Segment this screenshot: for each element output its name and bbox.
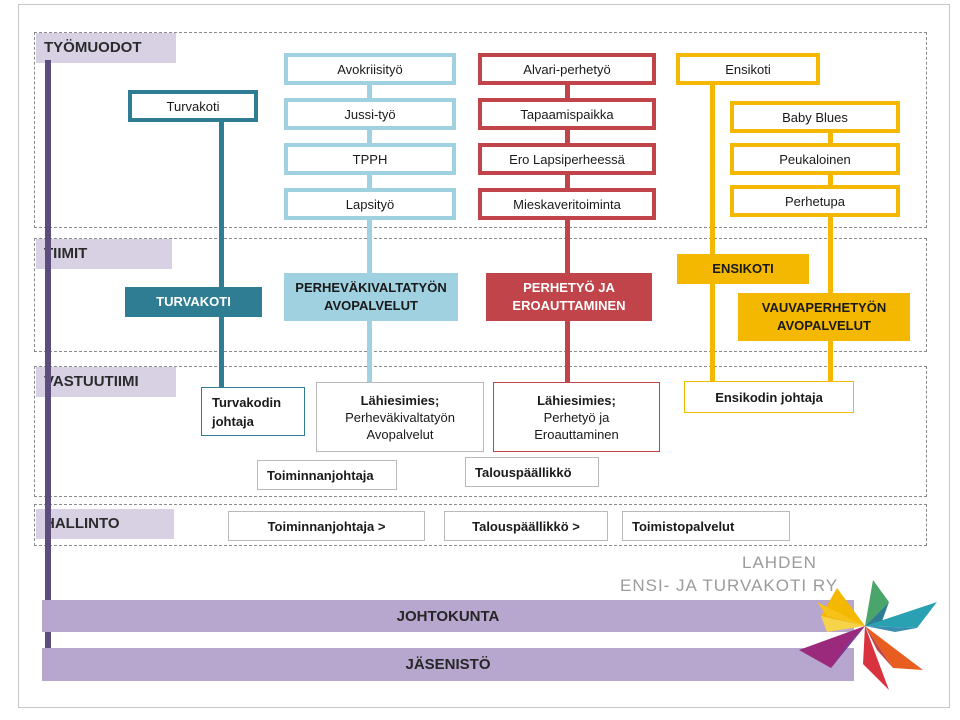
vastuu-talouspaallikko: Talouspäällikkö — [465, 457, 599, 487]
work-tpph: TPPH — [284, 143, 456, 175]
lead-perhetyo-sub: Perhetyö ja Eroauttaminen — [534, 409, 619, 442]
logo-line1: LAHDEN — [742, 553, 817, 572]
lead-ensikodin-johtaja: Ensikodin johtaja — [684, 381, 854, 413]
team-ensikoti: ENSIKOTI — [677, 254, 809, 284]
work-ensikoti: Ensikoti — [676, 53, 820, 85]
lead-perhetyo-title: Lähiesimies; — [537, 392, 616, 408]
lead-avopalvelut-sub: Perheväkivaltatyön Avopalvelut — [345, 409, 455, 442]
lead-turvakodin-johtaja-text: Turvakodin johtaja — [212, 394, 282, 429]
ensikoti-connector — [710, 82, 715, 384]
work-mieskaveritoiminta: Mieskaveritoiminta — [478, 188, 656, 220]
work-tapaamispaikka: Tapaamispaikka — [478, 98, 656, 130]
section-tyomuodot — [34, 32, 927, 228]
lead-avopalvelut-title: Lähiesimies; — [360, 392, 440, 408]
vauvaperhetyo-connector — [828, 130, 833, 384]
work-perhetupa: Perhetupa — [730, 185, 900, 217]
work-alvari-perhetyo: Alvari-perhetyö — [478, 53, 656, 85]
main-hierarchy-line — [45, 60, 51, 660]
team-avopalvelut: PERHEVÄKIVALTATYÖN AVOPALVELUT — [284, 273, 458, 321]
work-ero-lapsiperheessa: Ero Lapsiperheessä — [478, 143, 656, 175]
hallinto-toiminnanjohtaja[interactable]: Toiminnanjohtaja > — [228, 511, 425, 541]
section-vastuutiimi — [34, 366, 927, 497]
team-perhetyo: PERHETYÖ JA EROAUTTAMINEN — [486, 273, 652, 321]
team-vauvaperhetyo: VAUVAPERHETYÖN AVOPALVELUT — [738, 293, 910, 341]
diagram-frame — [18, 4, 950, 708]
lead-avopalvelut: Lähiesimies; Perheväkivaltatyön Avopalve… — [316, 382, 484, 452]
lead-perhetyo: Lähiesimies; Perhetyö ja Eroauttaminen — [493, 382, 660, 452]
work-lapsityo: Lapsityö — [284, 188, 456, 220]
work-baby-blues: Baby Blues — [730, 101, 900, 133]
work-avokriisityo: Avokriisityö — [284, 53, 456, 85]
label-vastuutiimi: VASTUUTIIMI — [36, 367, 176, 397]
bar-jasenisto: JÄSENISTÖ — [42, 648, 854, 681]
section-tiimit — [34, 238, 927, 352]
section-hallinto — [34, 504, 927, 546]
work-peukaloinen: Peukaloinen — [730, 143, 900, 175]
turvakoti-connector — [219, 120, 224, 390]
bar-johtokunta: JOHTOKUNTA — [42, 600, 854, 632]
perhetyo-connector — [565, 82, 570, 384]
lead-turvakodin-johtaja: Turvakodin johtaja — [201, 387, 305, 436]
avopalvelut-connector — [367, 82, 372, 382]
logo-line2: ENSI- JA TURVAKOTI RY — [620, 576, 839, 595]
label-tyomuodot: TYÖMUODOT — [36, 33, 176, 63]
team-turvakoti: TURVAKOTI — [125, 287, 262, 317]
label-tiimit: TIIMIT — [36, 239, 172, 269]
vastuu-toiminnanjohtaja: Toiminnanjohtaja — [257, 460, 397, 490]
work-turvakoti: Turvakoti — [128, 90, 258, 122]
hallinto-toimistopalvelut: Toimistopalvelut — [622, 511, 790, 541]
pinwheel-logo-icon — [799, 580, 937, 690]
work-jussi-tyo: Jussi-työ — [284, 98, 456, 130]
label-hallinto: HALLINTO — [36, 509, 174, 539]
lead-ensikodin-johtaja-text: Ensikodin johtaja — [715, 389, 823, 405]
hallinto-talouspaallikko[interactable]: Talouspäällikkö > — [444, 511, 608, 541]
